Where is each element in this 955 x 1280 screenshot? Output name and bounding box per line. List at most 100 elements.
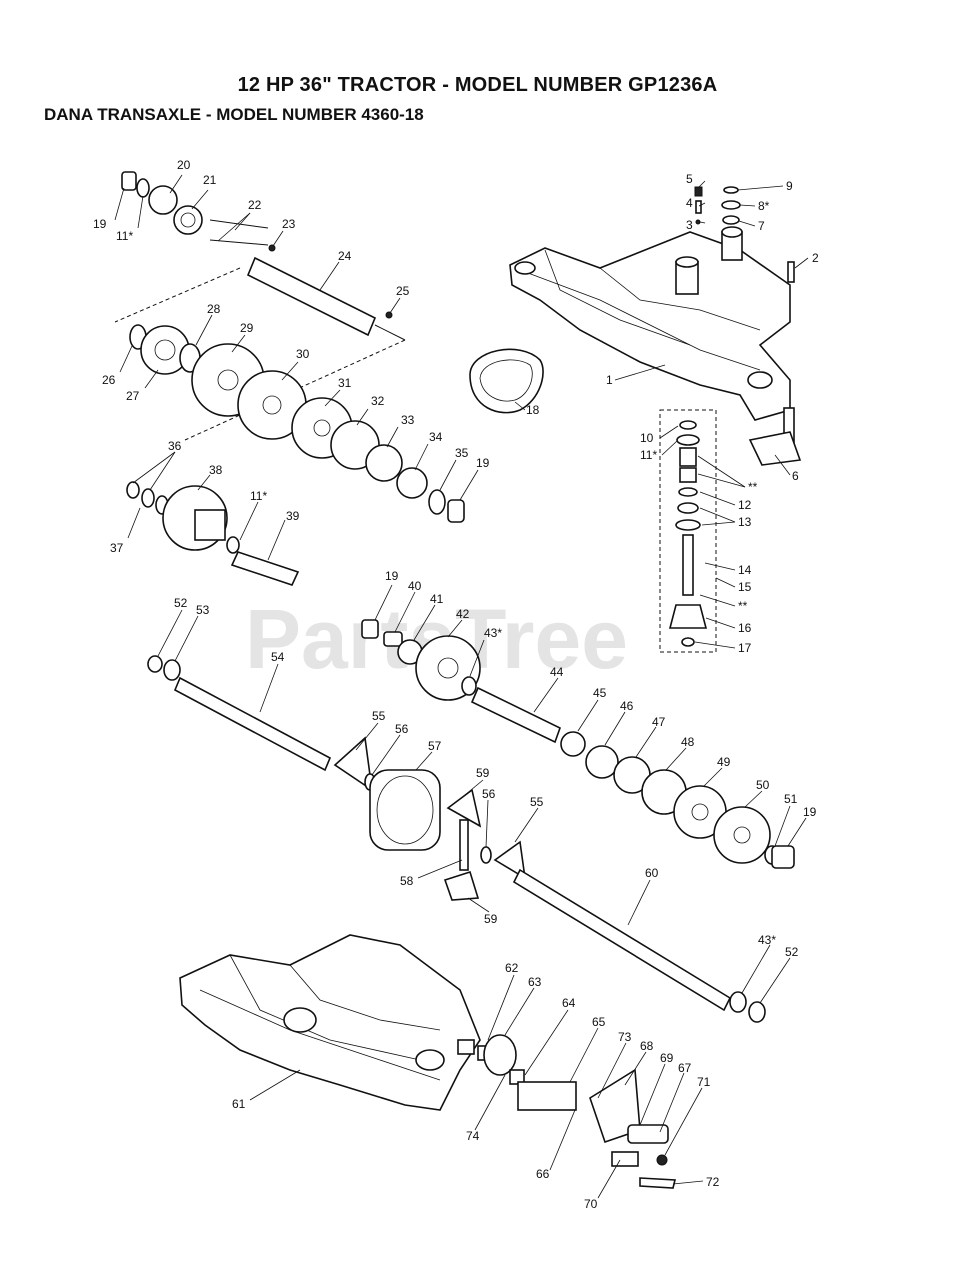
callout-label: 27 [126,389,140,403]
callout-label: ** [748,480,758,494]
callout-label: 49 [717,755,731,769]
countershaft-gears[interactable] [129,324,465,523]
callout-label: 56 [482,787,496,801]
leader-lines [114,174,809,1199]
callout-label: 53 [196,603,210,617]
callout-label: 55 [530,795,544,809]
callout-label: 16 [738,621,752,635]
differential[interactable] [369,769,527,901]
brake-group[interactable] [457,1034,677,1189]
callout-label: 34 [429,430,443,444]
callout-label: 60 [645,866,659,880]
callout-label: 61 [232,1097,246,1111]
callout-label: 73 [618,1030,632,1044]
callout-label: 44 [550,665,564,679]
callout-label: 72 [706,1175,720,1189]
callout-label: 56 [395,722,409,736]
callout-label: 43* [758,933,776,947]
callout-label: 31 [338,376,352,390]
axle-60[interactable] [512,868,766,1023]
callout-label: 30 [296,347,310,361]
callout-label: 19 [385,569,399,583]
callout-label: 20 [177,158,191,172]
callout-label: 42 [456,607,470,621]
lower-housing[interactable] [179,934,481,1111]
idler-gear-group[interactable] [126,481,300,586]
callout-label: 3 [686,218,693,232]
callout-label: 33 [401,413,415,427]
callout-label: 21 [203,173,217,187]
callout-label: 40 [408,579,422,593]
callout-label: 19 [93,217,107,231]
callout-label: 59 [476,766,490,780]
callout-label: 68 [640,1039,654,1053]
callout-label: 38 [209,463,223,477]
shaft-assembly-box [659,409,717,653]
callout-label: 62 [505,961,519,975]
callout-label: 2 [812,251,819,265]
callout-label: 64 [562,996,576,1010]
callout-label: 41 [430,592,444,606]
callout-label: 12 [738,498,752,512]
callout-label: 15 [738,580,752,594]
callout-label: 47 [652,715,666,729]
callout-label: 24 [338,249,352,263]
callout-label: 50 [756,778,770,792]
callout-label: 65 [592,1015,606,1029]
callout-label: 8* [758,199,770,213]
callout-label: 59 [484,912,498,926]
middle-gear-group[interactable] [361,619,795,869]
leader-dash-a [114,267,241,323]
callout-label: 23 [282,217,296,231]
callout-label: 7 [758,219,765,233]
upper-housing[interactable] [509,226,791,421]
callout-label: 57 [428,739,442,753]
callout-label: 29 [240,321,254,335]
callout-label: 5 [686,172,693,186]
callout-label: 9 [786,179,793,193]
page-title: 12 HP 36" TRACTOR - MODEL NUMBER GP1236A [237,74,718,96]
pinion-shaft-assembly[interactable] [668,420,708,647]
callout-label: 52 [174,596,188,610]
callout-label: 46 [620,699,634,713]
callout-label: 19 [476,456,490,470]
callout-label: 70 [584,1197,598,1211]
callout-label: 26 [102,373,116,387]
callout-label: 69 [660,1051,674,1065]
callout-label: 28 [207,302,221,316]
callout-label: 32 [371,394,385,408]
callout-label: 11* [640,448,657,462]
callout-label: 19 [803,805,817,819]
callout-label: ** [738,599,748,613]
callout-label: 18 [526,403,540,417]
chain-18[interactable] [469,348,544,414]
callout-label: 4 [686,196,693,210]
axle-54[interactable] [147,655,376,792]
callout-label: 11* [116,229,133,243]
callout-label: 43* [484,626,502,640]
callout-label: 58 [400,874,414,888]
callout-label: 52 [785,945,799,959]
callout-label: 48 [681,735,695,749]
callout-label: 51 [784,792,798,806]
callout-label: 74 [466,1129,480,1143]
callout-label: 14 [738,563,752,577]
callout-label: 67 [678,1061,692,1075]
callout-label: 66 [536,1167,550,1181]
callout-label: 37 [110,541,124,555]
callout-label: 13 [738,515,752,529]
callout-label: 71 [697,1075,711,1089]
callout-label: 35 [455,446,469,460]
callout-label: 54 [271,650,285,664]
callout-label: 6 [792,469,799,483]
callout-label: 1 [606,373,613,387]
input-gear-group[interactable] [121,171,406,341]
page-subtitle: DANA TRANSAXLE - MODEL NUMBER 4360-18 [44,105,424,124]
callout-label: 36 [168,439,182,453]
callout-label: 17 [738,641,752,655]
callout-label: 45 [593,686,607,700]
callout-label: 39 [286,509,300,523]
callout-label: 63 [528,975,542,989]
small-parts-top[interactable] [694,186,802,466]
